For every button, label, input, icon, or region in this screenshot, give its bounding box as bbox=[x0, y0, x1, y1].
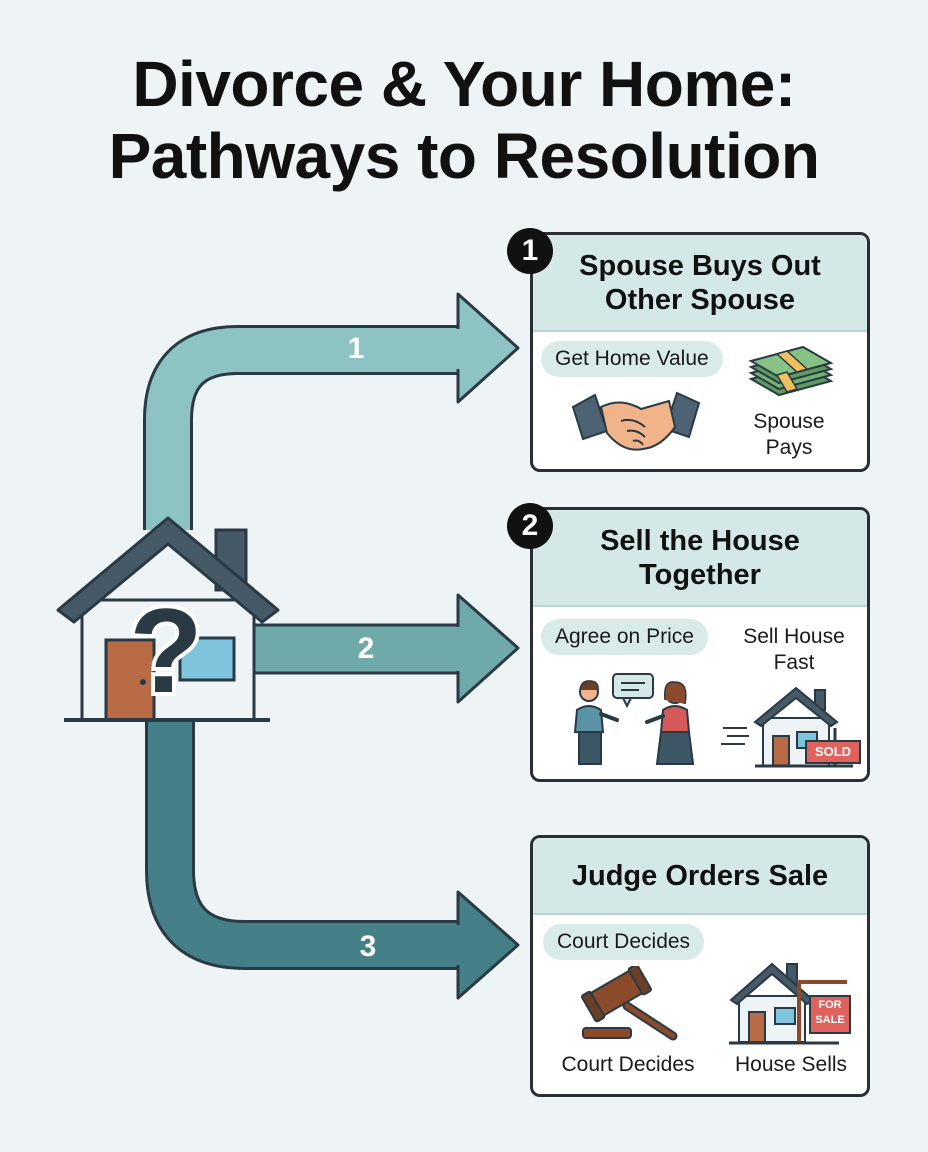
card-3-heading: Judge Orders Sale bbox=[533, 838, 867, 915]
card-2-label-right: Sell House Fast bbox=[729, 624, 859, 676]
arrow-path-1 bbox=[143, 292, 520, 530]
step-badge-2: 2 bbox=[507, 503, 553, 549]
card-2-label-right-line-1: Sell House bbox=[743, 625, 845, 648]
option-card-1: Spouse Buys Out Other Spouse Get Home Va… bbox=[530, 232, 870, 472]
arrow-path-3 bbox=[145, 718, 520, 1000]
page-title: Divorce & Your Home: Pathways to Resolut… bbox=[0, 48, 928, 192]
card-1-heading: Spouse Buys Out Other Spouse bbox=[533, 235, 867, 332]
card-3-label-left: Court Decides bbox=[561, 1053, 695, 1076]
card-1-heading-line-2: Other Spouse bbox=[604, 283, 796, 316]
couple-talking-icon bbox=[573, 673, 695, 765]
for-sale-sign: FOR SALE bbox=[809, 995, 851, 1034]
cash-stack-icon bbox=[748, 345, 834, 397]
card-3-label-right: House Sells bbox=[734, 1053, 848, 1076]
option-card-2: Sell the House Together Agree on Price S… bbox=[530, 507, 870, 782]
card-1-label-right-line-2: Pays bbox=[765, 436, 813, 459]
arrow-number-2: 2 bbox=[357, 632, 375, 665]
sold-sign: SOLD bbox=[805, 740, 861, 764]
for-sale-sign-line-2: SALE bbox=[815, 1014, 845, 1026]
handshake-icon bbox=[571, 391, 701, 451]
card-1-label-right: Spouse Pays bbox=[729, 409, 849, 461]
title-line-1: Divorce & Your Home: bbox=[132, 48, 796, 120]
card-3-pill: Court Decides bbox=[543, 924, 705, 960]
card-1-heading-line-1: Spouse Buys Out bbox=[579, 249, 821, 282]
question-mark: ? bbox=[129, 584, 202, 718]
card-2-label-right-line-2: Fast bbox=[773, 651, 815, 674]
card-1-pill: Get Home Value bbox=[541, 341, 723, 377]
card-2-heading-line-1: Sell the House bbox=[600, 524, 800, 557]
card-1-label-right-line-1: Spouse bbox=[753, 410, 825, 433]
arrow-number-3: 3 bbox=[359, 930, 377, 963]
card-2-pill: Agree on Price bbox=[541, 619, 708, 655]
step-badge-1: 1 bbox=[507, 228, 553, 274]
card-2-heading-line-2: Together bbox=[639, 558, 761, 591]
for-sale-house-icon bbox=[729, 962, 847, 1045]
for-sale-sign-line-1: FOR bbox=[818, 999, 842, 1011]
arrow-number-1: 1 bbox=[347, 332, 365, 365]
house-icon bbox=[56, 516, 280, 722]
title-line-2: Pathways to Resolution bbox=[108, 120, 820, 192]
gavel-icon bbox=[581, 966, 678, 1041]
card-3-heading-line-1: Judge Orders Sale bbox=[571, 859, 829, 892]
option-card-3: Judge Orders Sale Court Decides FOR SALE… bbox=[530, 835, 870, 1097]
card-2-heading: Sell the House Together bbox=[533, 510, 867, 607]
